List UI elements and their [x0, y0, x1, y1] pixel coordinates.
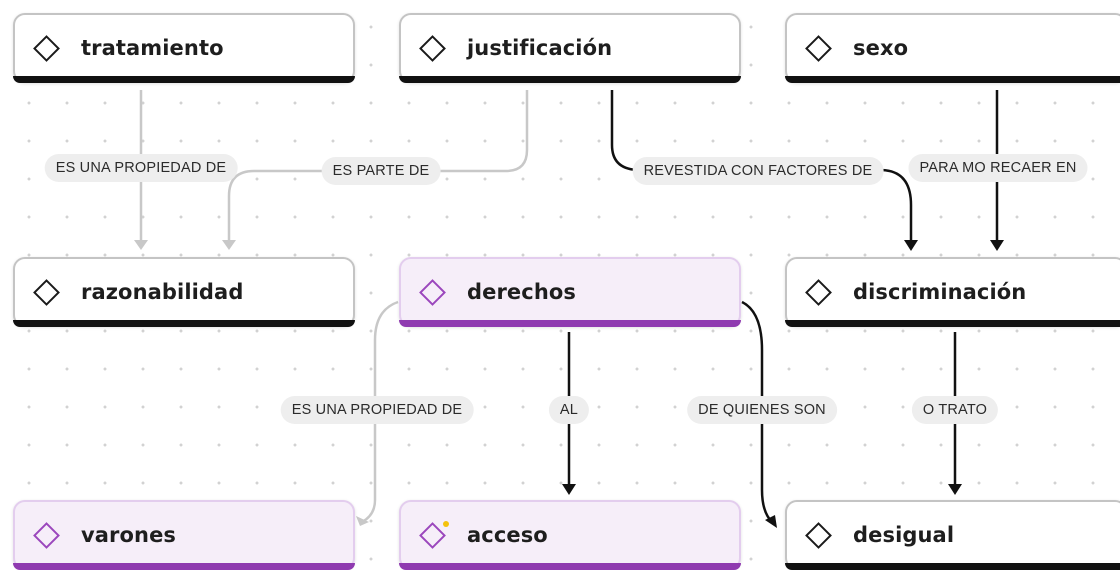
edge-label[interactable]: ES PARTE DE [321, 157, 441, 185]
node-label: desigual [853, 523, 955, 547]
edge-label[interactable]: DE QUIENES SON [687, 396, 837, 424]
arrowhead-icon [990, 240, 1004, 251]
arrowhead-icon [134, 240, 148, 250]
arrowhead-icon [948, 484, 962, 495]
node-label: razonabilidad [81, 280, 244, 304]
node-label: discriminación [853, 280, 1027, 304]
node-razonabilidad[interactable]: razonabilidad [13, 257, 355, 327]
node-varones[interactable]: varones [13, 500, 355, 570]
edge-label[interactable]: O TRATO [911, 396, 999, 424]
edge-label[interactable]: ES UNA PROPIEDAD DE [44, 154, 238, 182]
diamond-icon [33, 34, 60, 62]
diamond-icon [419, 521, 446, 549]
node-discriminacion[interactable]: discriminación [785, 257, 1120, 327]
edge-label[interactable]: PARA MO RECAER EN [908, 154, 1088, 182]
diamond-icon [805, 521, 832, 549]
node-tratamiento[interactable]: tratamiento [13, 13, 355, 83]
edge-label[interactable]: ES UNA PROPIEDAD DE [280, 396, 474, 424]
node-justificacion[interactable]: justificación [399, 13, 741, 83]
node-desigual[interactable]: desigual [785, 500, 1120, 570]
diamond-icon [33, 521, 60, 549]
node-label: justificación [467, 36, 613, 60]
diamond-icon [805, 34, 832, 62]
edge-label[interactable]: REVESTIDA CON FACTORES DE [632, 157, 884, 185]
edge-label[interactable]: AL [548, 396, 590, 424]
node-label: acceso [467, 523, 548, 547]
node-derechos[interactable]: derechos [399, 257, 741, 327]
arrowhead-icon [356, 516, 369, 526]
arrowhead-icon [904, 240, 918, 251]
node-acceso[interactable]: acceso [399, 500, 741, 570]
node-sexo[interactable]: sexo [785, 13, 1120, 83]
arrowhead-icon [562, 484, 576, 495]
diamond-icon [33, 278, 60, 306]
indicator-dot-icon [443, 521, 449, 527]
arrowhead-icon [765, 515, 777, 528]
node-label: derechos [467, 280, 576, 304]
diamond-icon [419, 278, 446, 306]
node-label: varones [81, 523, 177, 547]
node-label: sexo [853, 36, 909, 60]
diamond-icon [805, 278, 832, 306]
node-label: tratamiento [81, 36, 224, 60]
arrowhead-icon [222, 240, 236, 250]
diamond-icon [419, 34, 446, 62]
